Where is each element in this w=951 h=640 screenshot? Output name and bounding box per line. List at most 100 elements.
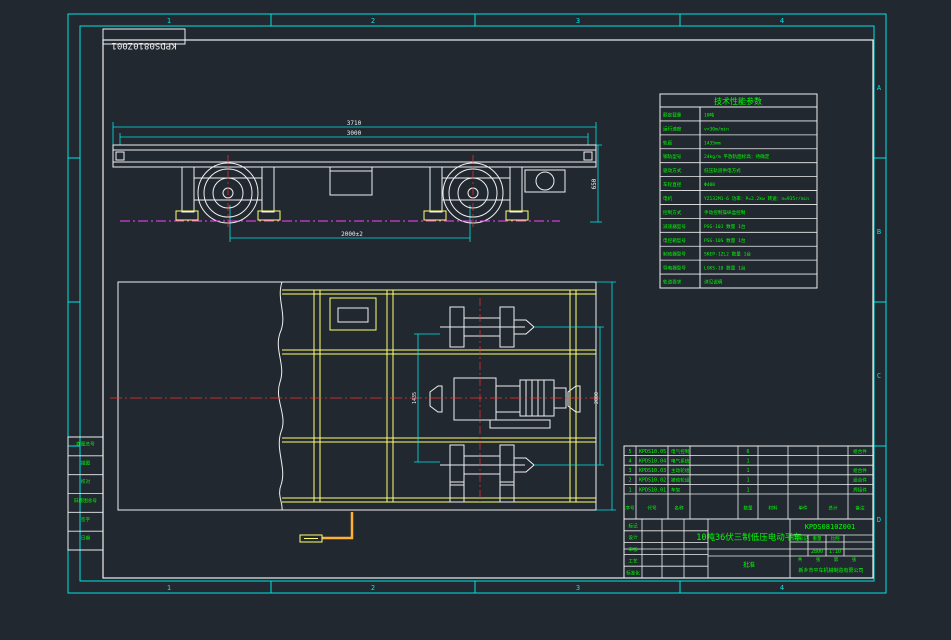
plan-axle-rear <box>440 444 535 503</box>
bom-header-cell: 数量 <box>743 505 753 512</box>
sign-row-label: 设计 <box>628 534 638 541</box>
zone-col-1-top: 1 <box>167 17 171 25</box>
plan-inspection-hatch <box>337 307 369 323</box>
bom-note: 组合件 <box>853 448 867 455</box>
zone-col-2-top: 2 <box>371 17 375 25</box>
bom-qty: 1 <box>746 487 749 493</box>
bom-header-cell: 序号 <box>625 505 635 512</box>
tech-params-label: 控制方式 <box>663 209 682 216</box>
tech-params-value: 低压轨道供电方式 <box>704 167 741 174</box>
dim-wheelbase: 2000±2 <box>341 231 363 238</box>
sheet-border <box>67 13 887 594</box>
dim-plan-width-b: 2000 <box>594 392 600 404</box>
bom-name: 电气控制 <box>671 448 690 455</box>
title-sheet-no-unit: 张 <box>852 556 857 563</box>
title-weight-label: 重量 <box>813 535 822 542</box>
tech-params-value: 1435mm <box>704 140 721 146</box>
plan-axle-front <box>440 306 535 348</box>
title-scale: 1:10 <box>829 549 841 555</box>
tech-params-label: 制动器型号 <box>663 251 686 258</box>
title-weight: 2800 <box>811 549 823 555</box>
bom-no: 1 <box>628 487 631 493</box>
bom-no: 2 <box>628 478 631 484</box>
tech-params-value: 手动控制操纵盒控制 <box>704 209 746 216</box>
bom-header-cell: 材料 <box>768 505 778 512</box>
bom-header-cell: 备注 <box>855 505 865 512</box>
plan-view: 1435 2000 <box>110 281 616 543</box>
tech-params-value: 10吨 <box>704 111 715 118</box>
side-stamp-label: 校对 <box>81 478 91 485</box>
side-stamp-label: 描图 <box>81 459 91 466</box>
title-approval: 批准 <box>743 561 755 569</box>
tech-params-value: 24kg/m 平放轨面标高：待确定 <box>704 153 770 160</box>
zone-row-a: A <box>877 84 882 92</box>
bom-qty: 1 <box>746 478 749 484</box>
side-stamp-label: 底图总号 <box>76 440 95 447</box>
bom-name: 主动轮组 <box>671 467 690 474</box>
bom-name: 车架 <box>671 486 681 493</box>
plan-steel-beams <box>282 289 596 503</box>
tech-params-label: 电控箱型号 <box>663 237 686 244</box>
tech-params-label: 轨道要求 <box>663 279 682 286</box>
title-stage-label: 阶段标记 <box>790 535 808 542</box>
bom-code: KPDS10.02 <box>639 478 666 484</box>
zone-row-c: C <box>877 372 881 380</box>
tech-params-label: 电机 <box>663 195 673 202</box>
bom-header-cell: 单件 <box>798 505 808 512</box>
tech-params-label: 驱动方式 <box>663 167 682 174</box>
zone-frame <box>79 25 875 582</box>
title-sheet-no-label: 第 <box>834 556 839 563</box>
pendant-control <box>299 512 354 543</box>
sign-row-label: 工艺 <box>628 559 638 565</box>
bom-no: 3 <box>628 468 631 474</box>
side-view-dimensions <box>112 122 602 242</box>
bom-header-cell: 名称 <box>674 505 684 512</box>
tech-params-value: PSG-10J 数量 1台 <box>704 223 746 230</box>
side-view: 3710 3000 2000±2 650 <box>112 120 602 242</box>
tech-params-value: PSG-10S 数量 1台 <box>704 237 746 244</box>
outer-frame <box>67 13 887 594</box>
bom-note: 组合件 <box>853 477 867 484</box>
zone-col-3-bottom: 3 <box>576 584 580 592</box>
inner-frame <box>102 39 874 579</box>
tech-params-label: 车轮直径 <box>663 181 682 188</box>
zone-col-1-bottom: 1 <box>167 584 171 592</box>
bom-no: 5 <box>628 449 631 455</box>
zone-col-4-top: 4 <box>780 17 784 25</box>
dim-overall-length: 3710 <box>347 120 362 127</box>
bom-note: 组合件 <box>853 467 867 474</box>
zone-row-d: D <box>877 516 881 524</box>
zone-row-b: B <box>877 228 881 236</box>
side-bogie-right <box>423 166 566 221</box>
bom-header-cell: 总计 <box>828 505 838 512</box>
tech-params-label: 导电器型号 <box>663 265 686 272</box>
zone-col-3-top: 3 <box>576 17 580 25</box>
zone-labels: 1 2 3 4 1 2 3 4 A B C D <box>167 17 882 592</box>
tech-params-value: YZ132M1-6 功率：P=2.2kw 转速：n=935r/min <box>704 195 809 202</box>
tech-params-value: Φ400 <box>704 182 715 188</box>
plan-view-dimensions <box>414 281 616 511</box>
side-frame <box>112 144 597 196</box>
bom-no: 4 <box>628 459 631 465</box>
zone-col-4-bottom: 4 <box>780 584 784 592</box>
tech-params-value: 详见说明 <box>704 279 723 286</box>
bom-name: 被动轮组 <box>671 477 690 484</box>
side-stamp-label: 签字 <box>81 516 91 523</box>
title-sheet-total-unit: 张 <box>816 556 821 563</box>
side-stamp-label: 日期 <box>81 536 91 542</box>
bom-qty: 1 <box>746 459 749 465</box>
plan-drive-unit <box>429 377 581 429</box>
plan-break-line <box>277 281 284 511</box>
tech-params-label: 减速器型号 <box>663 223 686 230</box>
title-drawing-name: 10吨36伏三制低压电动平车 <box>696 532 801 543</box>
side-stamp-label: 旧底图总号 <box>74 497 97 504</box>
sign-row-label: 审核 <box>628 546 638 553</box>
bom-qty: 1 <box>746 468 749 474</box>
title-company: 新乡市平车机械制造有限公司 <box>798 567 863 574</box>
title-block-texts: KPDS0810Z001 10吨36伏三制低压电动平车 2800 1:10 批准… <box>696 523 863 574</box>
dim-plan-width-a: 1435 <box>412 392 418 404</box>
dim-height: 650 <box>591 178 598 189</box>
bom-code: KPDS10.01 <box>639 487 666 493</box>
